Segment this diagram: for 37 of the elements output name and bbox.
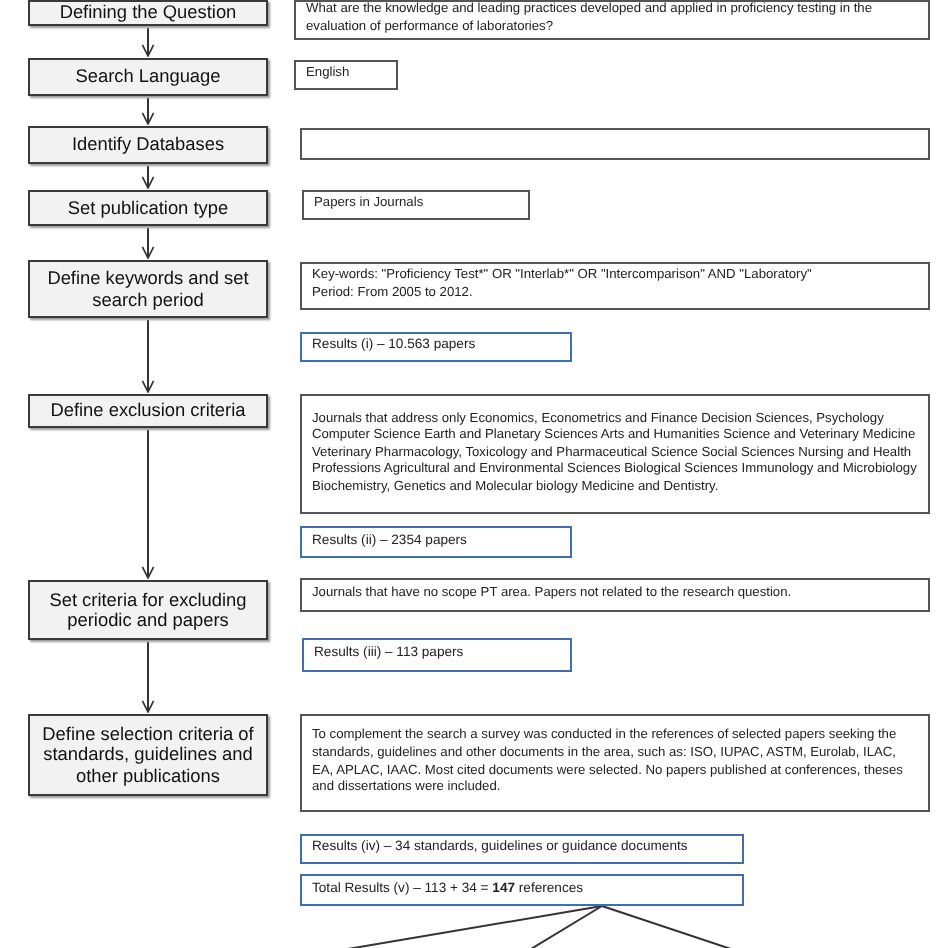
arrow (141, 97, 155, 125)
process-box (28, 394, 268, 428)
box-text: Define keywords and set search period (45, 268, 251, 310)
result-box (302, 638, 572, 672)
process-box (28, 260, 268, 318)
arrow (141, 27, 155, 57)
description-box (300, 128, 930, 160)
description-box (294, 0, 930, 40)
result-box (300, 526, 572, 558)
description-box (300, 262, 930, 310)
arrow (141, 227, 155, 259)
arrow (141, 429, 155, 579)
process-box (28, 580, 268, 640)
box-text: Define exclusion criteria (50, 400, 246, 422)
description-box (300, 394, 930, 514)
box-text: Search Language (75, 66, 221, 88)
description-box (300, 578, 930, 612)
result-box (300, 874, 744, 906)
arrow (141, 319, 155, 393)
arrow (141, 165, 155, 189)
connector-line (525, 905, 603, 948)
arrow (141, 641, 155, 713)
description-box (294, 60, 398, 90)
result-box (300, 332, 572, 362)
description-box (300, 714, 930, 812)
process-box (28, 190, 268, 226)
box-text: Define selection criteria of standards, guidelines and other publications (40, 723, 256, 787)
process-box (28, 58, 268, 96)
process-box (28, 714, 268, 796)
box-text: Set publication type (67, 197, 229, 219)
box-text: Identify Databases (71, 134, 225, 156)
process-box (28, 0, 268, 26)
description-box (302, 190, 530, 220)
box-text: Defining the Question (59, 2, 237, 24)
result-box (300, 834, 744, 864)
process-box (28, 126, 268, 164)
box-text: Set criteria for excluding periodic and papers (47, 589, 249, 631)
